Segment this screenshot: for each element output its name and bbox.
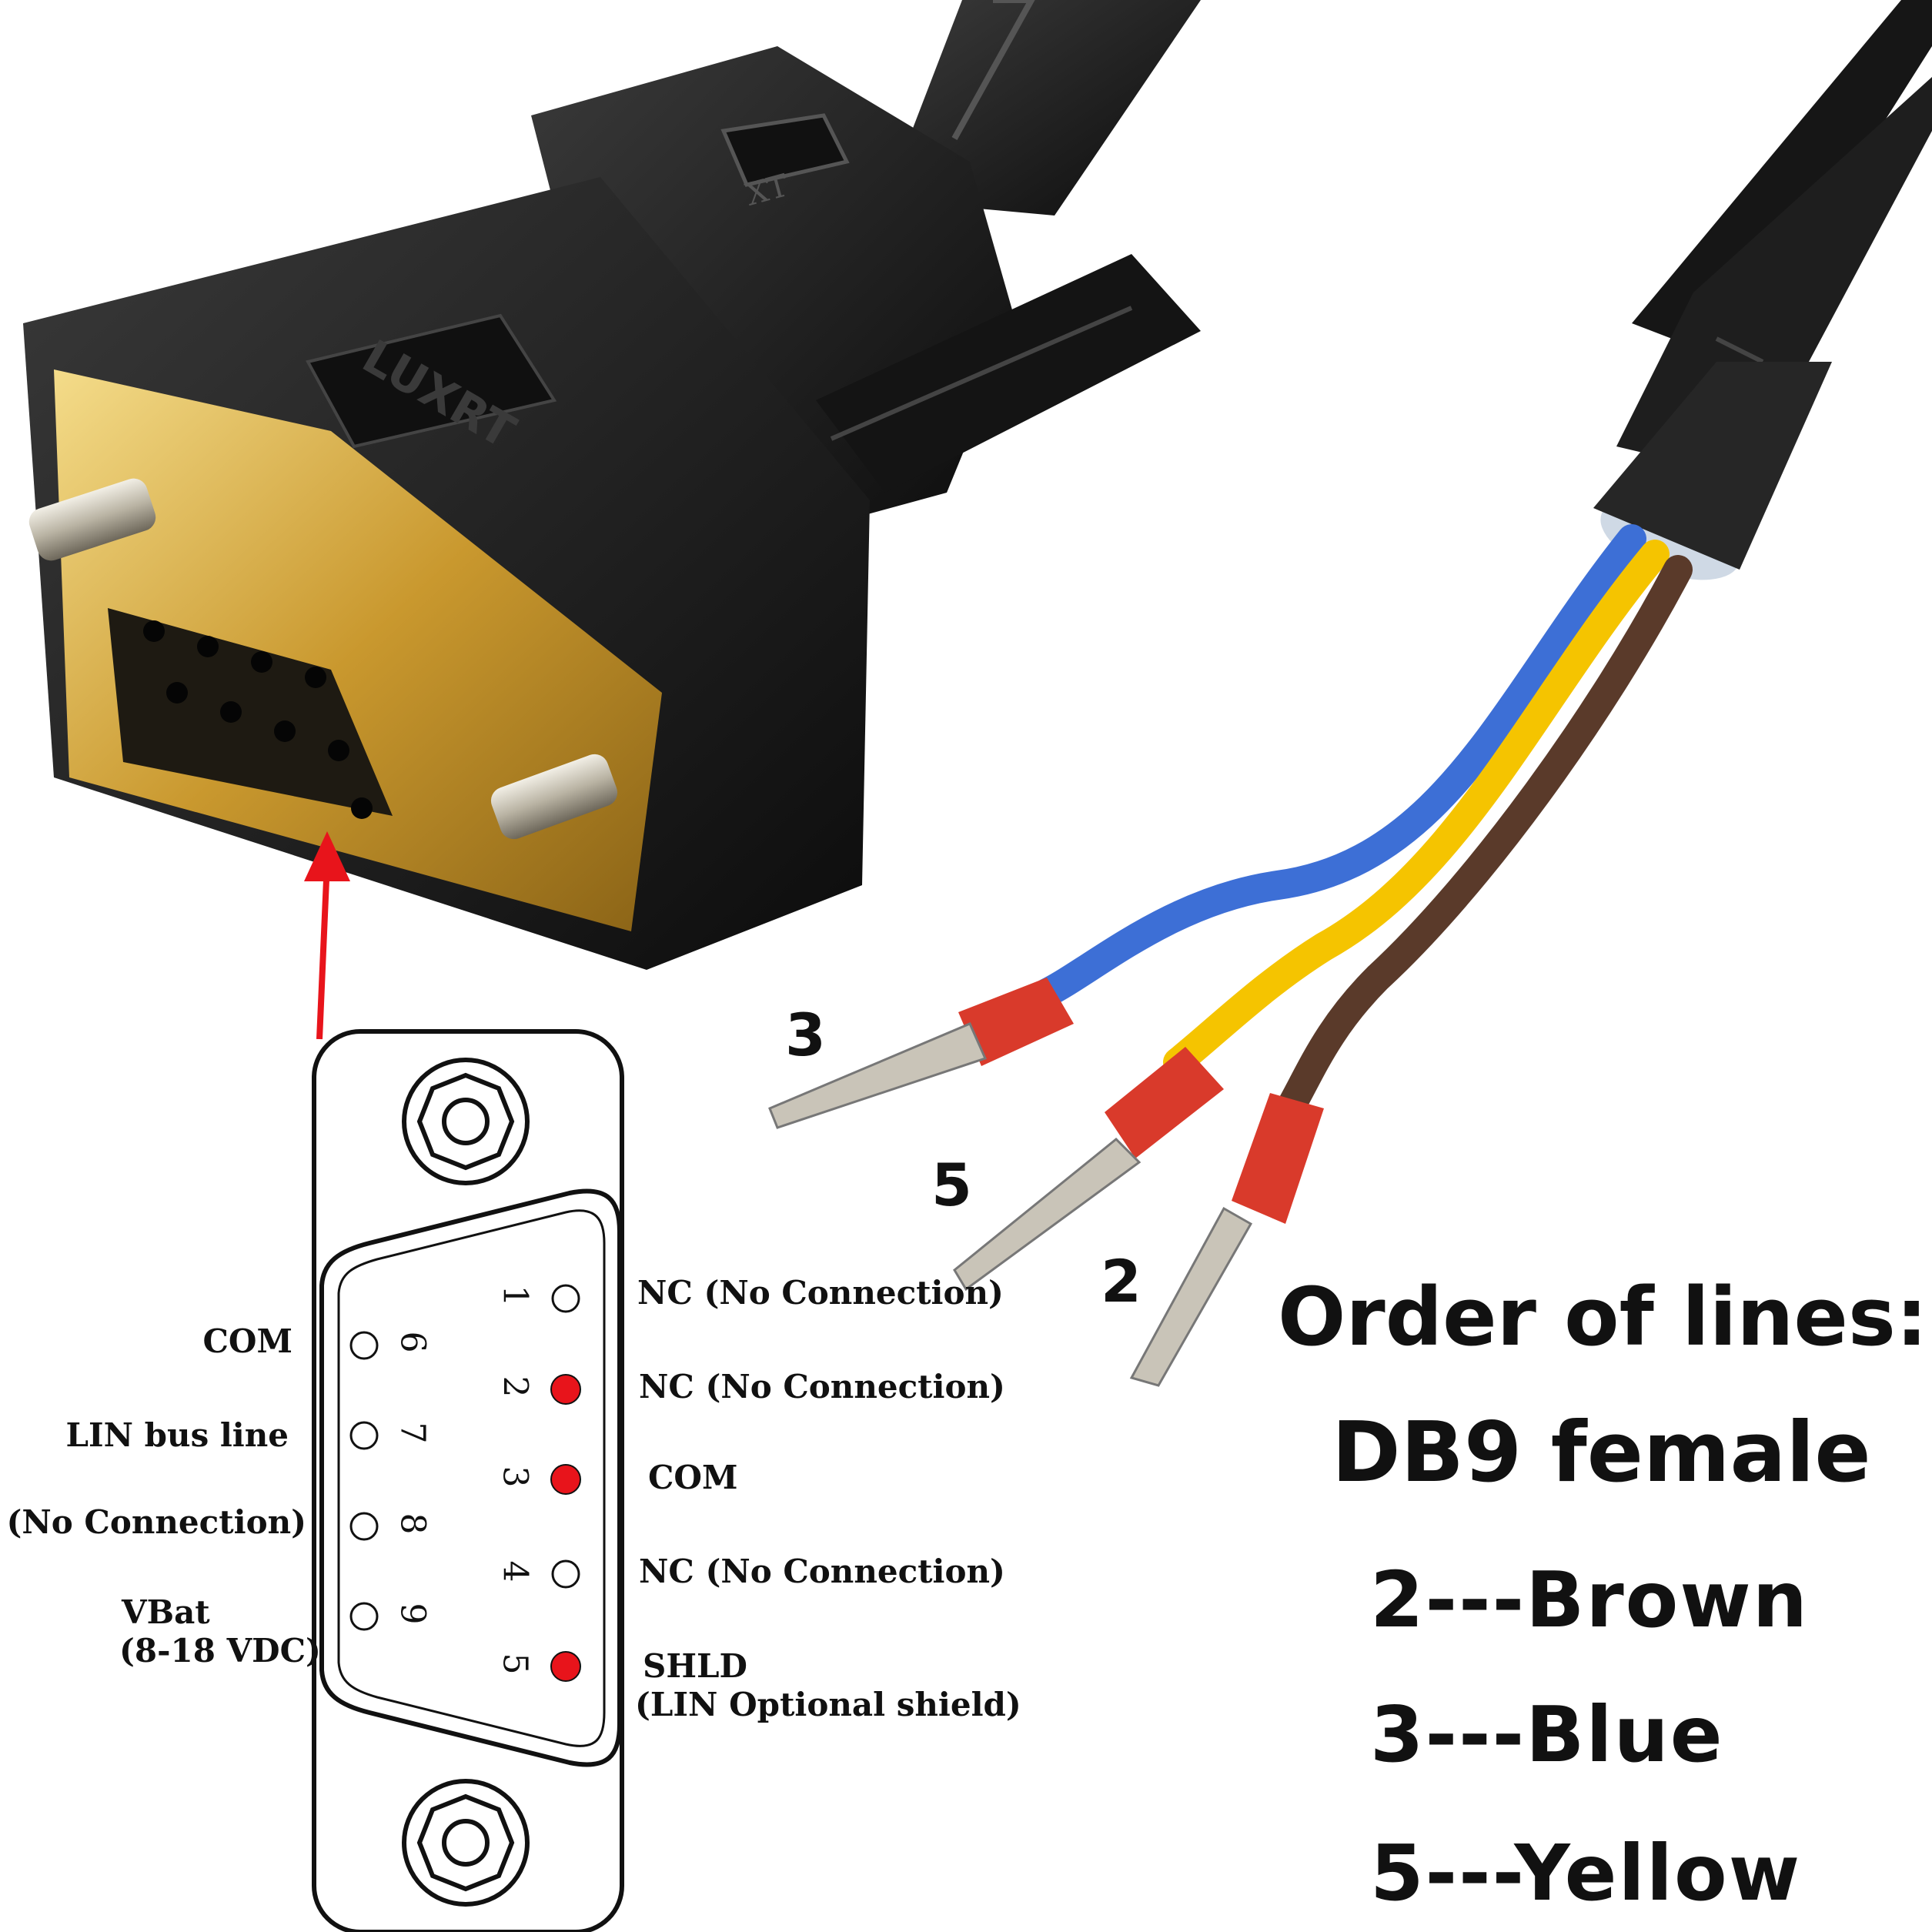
order-line-yellow: 5---Yellow (1370, 1828, 1802, 1918)
pin-number-4: 4 (495, 1560, 535, 1583)
pin-9-dot (349, 1602, 379, 1631)
cable-end (1593, 0, 1932, 580)
wire-yellow (1163, 540, 1670, 1077)
pin-7-dot (349, 1421, 379, 1450)
pin-2-label: NC (No Connection) (639, 1368, 1005, 1406)
ferrule-brown (1129, 1093, 1324, 1387)
order-line-brown: 2---Brown (1370, 1555, 1809, 1645)
pinout-diagram (312, 1029, 624, 1932)
pin-5-label-detail: (LIN Optional shield) (635, 1686, 1021, 1723)
pin-3-label: COM (648, 1459, 738, 1496)
pin-4-dot (551, 1559, 580, 1589)
pin-9-label-detail: (8-18 VDC) (119, 1632, 321, 1670)
pin-6-dot (349, 1331, 379, 1360)
pin-9-label: VBat (122, 1593, 210, 1631)
screw-right (490, 754, 618, 840)
pin-3-dot (550, 1464, 581, 1495)
screw-left (28, 478, 156, 561)
pin-1-dot (551, 1284, 580, 1313)
wire-number-5: 5 (931, 1151, 972, 1219)
pin-5-label: SHLD (643, 1647, 747, 1685)
pin-number-1: 1 (495, 1285, 535, 1307)
pin-8-label: NQ (No Connection) (0, 1503, 306, 1541)
wire-brown (1271, 555, 1693, 1131)
order-title: Order of lines: (1278, 1270, 1928, 1364)
pin-7-label: LIN bus line (65, 1416, 289, 1454)
pin-number-7: 7 (393, 1422, 433, 1444)
pin-number-8: 8 (393, 1513, 433, 1535)
pin-number-9: 9 (393, 1603, 433, 1625)
ferrules (768, 978, 1324, 1387)
pin-number-3: 3 (495, 1466, 535, 1488)
order-subtitle: DB9 female (1332, 1405, 1871, 1501)
pin-number-2: 2 (495, 1375, 535, 1398)
pin-8-dot (349, 1512, 379, 1541)
pin-4-label: NC (No Connection) (639, 1553, 1005, 1590)
pin-number-6: 6 (393, 1331, 433, 1353)
pin-2-dot (550, 1374, 581, 1405)
pin-5-dot (550, 1651, 581, 1682)
order-line-blue: 3---Blue (1370, 1690, 1724, 1780)
pointer-arrow (304, 831, 350, 1040)
ferrule-yellow (953, 1047, 1224, 1292)
wires (1032, 524, 1693, 1131)
wire-number-2: 2 (1101, 1247, 1141, 1315)
socket-holes (143, 620, 373, 819)
wire-blue (1032, 524, 1646, 1008)
wire-number-3: 3 (785, 1001, 826, 1069)
ferrule-blue (768, 978, 1074, 1129)
pin-number-5: 5 (495, 1653, 535, 1675)
db9-connector: XT LUXRT (23, 46, 1201, 970)
pin-6-label: COM (202, 1322, 292, 1360)
pin-1-label: NC (No Connection) (637, 1274, 1004, 1312)
